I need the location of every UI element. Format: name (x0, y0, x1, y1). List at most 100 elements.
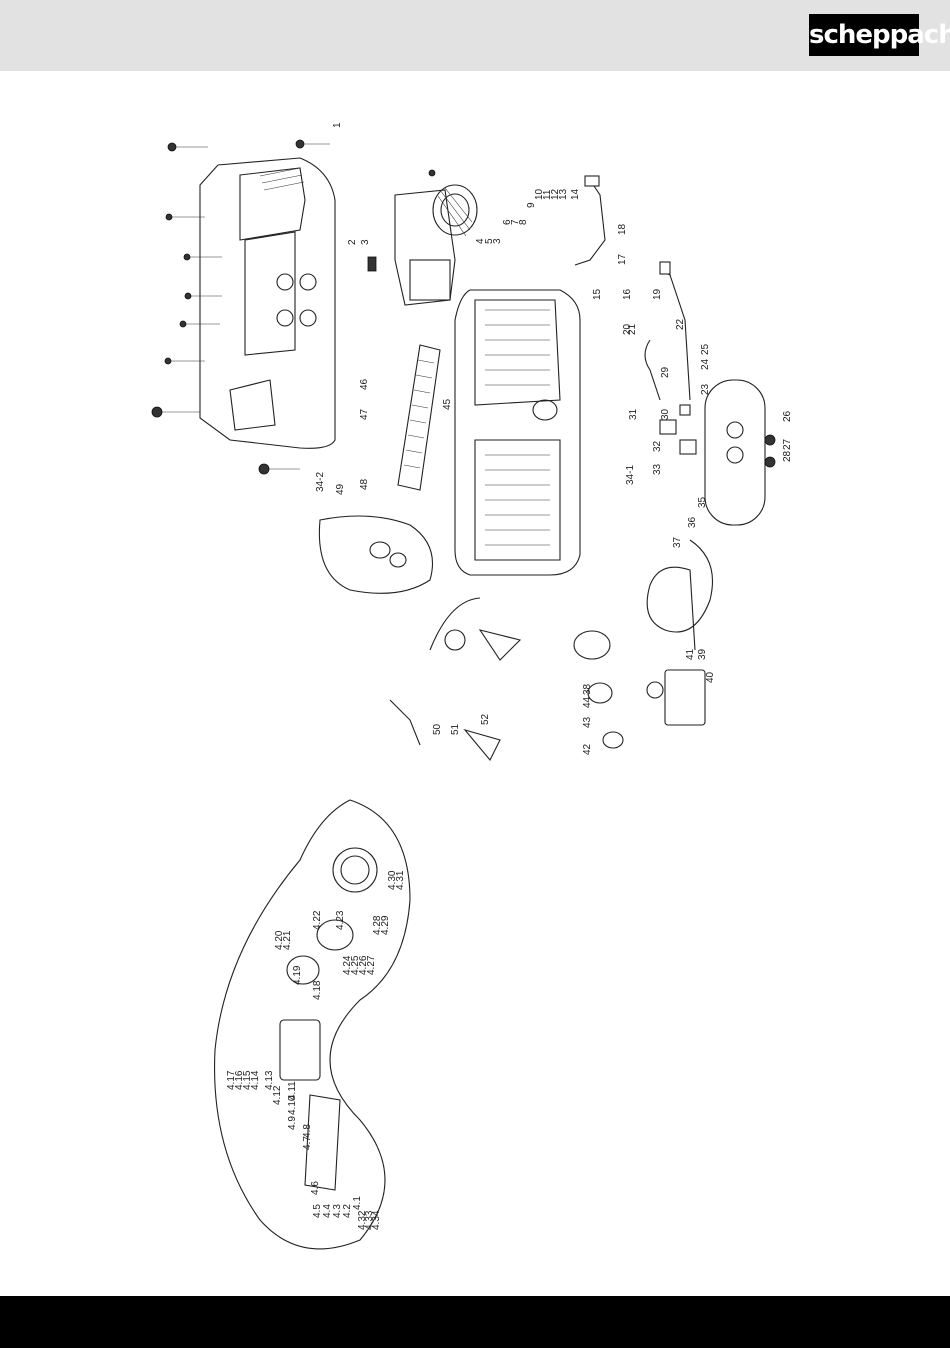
part-label: 37 (672, 536, 683, 548)
part-label: 43 (582, 716, 593, 728)
part-label: 1 (332, 122, 343, 128)
part-label: 4.26 (358, 955, 369, 975)
page-footer (0, 1296, 950, 1348)
part-label: 50 (432, 723, 443, 735)
part-label: 14 (570, 188, 581, 200)
part-label: 4 (475, 238, 486, 244)
part-label: 11 (542, 189, 553, 200)
part-label: 38 (582, 683, 593, 695)
part-label: 12 (550, 188, 561, 200)
part-label: 13 (558, 188, 569, 200)
part-label: 4.15 (242, 1070, 253, 1090)
part-label: 48 (359, 478, 370, 490)
part-label: 4.6 (310, 1181, 321, 1195)
part-label: 21 (627, 323, 638, 335)
part-label: 34-1 (625, 465, 636, 485)
regulator-parts (573, 630, 706, 749)
part-label: 51 (450, 723, 461, 735)
part-label: 4.11 (287, 1081, 298, 1100)
part-label: 25 (700, 343, 711, 355)
part-label: 46 (359, 378, 370, 390)
part-label: 4.1 (352, 1196, 363, 1210)
part-label: 36 (687, 516, 698, 528)
part-label: 4.2 (342, 1204, 353, 1218)
part-label: 3 (492, 238, 503, 244)
part-label: 40 (705, 671, 716, 683)
part-label: 32 (652, 440, 663, 452)
power-cable (574, 175, 606, 266)
base-housing (454, 289, 581, 576)
part-label: 4.20 (274, 930, 285, 950)
part-label: 4.7 (302, 1136, 313, 1150)
page-header: scheppach (0, 0, 950, 71)
part-label: 4.28 (372, 915, 383, 935)
part-label: 2 (347, 239, 358, 245)
part-label: 33 (652, 463, 663, 475)
air-tank (704, 379, 776, 526)
part-label: 41 (685, 648, 696, 660)
part-label: 18 (617, 223, 628, 235)
part-label: 4.27 (366, 955, 377, 975)
pipe-assembly (644, 261, 697, 455)
part-label: 9 (526, 202, 537, 208)
part-label: 4.14 (250, 1070, 261, 1090)
part-label: 26 (782, 410, 793, 422)
coiled-hose (646, 539, 714, 651)
part-label: 30 (660, 408, 671, 420)
part-label: 39 (697, 648, 708, 660)
part-label: 52 (480, 713, 491, 725)
part-label: 45 (442, 398, 453, 410)
part-labels: 1 2 3 4 5 3 6 7 8 9 10 11 12 13 14 15 16… (226, 122, 793, 1230)
motor-assembly (367, 169, 478, 306)
exploded-parts-diagram: 1 2 3 4 5 3 6 7 8 9 10 11 12 13 14 15 16… (151, 122, 793, 1250)
part-label: 47 (359, 408, 370, 420)
part-label: 4.19 (292, 965, 303, 985)
part-label: 4.34 (371, 1210, 382, 1230)
upper-housing-cover (199, 157, 336, 449)
filter-tube (397, 344, 441, 491)
part-label: 3 (360, 239, 371, 245)
part-label: 4.17 (226, 1070, 237, 1090)
part-label: 24 (700, 358, 711, 370)
part-label: 17 (617, 253, 628, 265)
part-label: 7 (510, 219, 521, 225)
part-label: 28 (782, 450, 793, 462)
part-label: 4.31 (395, 870, 406, 890)
part-label: 27 (782, 438, 793, 450)
part-label: 4.10 (287, 1095, 298, 1115)
part-label: 49 (335, 483, 346, 495)
part-label: 4.13 (264, 1070, 275, 1090)
part-label: 23 (700, 383, 711, 395)
part-label: 4.8 (302, 1124, 313, 1138)
part-label: 44 (582, 696, 593, 708)
part-label: 4.12 (272, 1085, 283, 1105)
scheppach-logo: scheppach (809, 14, 950, 56)
accessory-bubble (318, 515, 434, 594)
part-label: 22 (675, 318, 686, 330)
pump-detail-bubble (214, 799, 411, 1250)
part-label: 15 (592, 288, 603, 300)
part-label: 4.25 (350, 955, 361, 975)
part-label: 8 (518, 219, 529, 225)
part-label: 6 (502, 219, 513, 225)
part-label: 42 (582, 743, 593, 755)
part-label: 4.24 (342, 955, 353, 975)
part-label: 34-2 (315, 472, 326, 492)
part-label: 16 (622, 288, 633, 300)
part-label: 31 (628, 408, 639, 420)
part-label: 4.3 (332, 1204, 343, 1218)
part-label: 4.5 (312, 1204, 323, 1218)
part-label: 10 (534, 188, 545, 200)
part-label: 19 (652, 288, 663, 300)
part-label: 4.29 (380, 915, 391, 935)
accessory-tools (389, 597, 522, 761)
part-label: 5 (484, 238, 495, 244)
part-label: 4.9 (287, 1116, 298, 1130)
part-label: 4.32 (357, 1210, 368, 1230)
part-label: 20 (622, 323, 633, 335)
part-label: 35 (697, 496, 708, 508)
part-label: 4.33 (364, 1210, 375, 1230)
part-label: 4.4 (322, 1204, 333, 1218)
part-label: 4.23 (335, 910, 346, 930)
part-label: 4.30 (387, 870, 398, 890)
